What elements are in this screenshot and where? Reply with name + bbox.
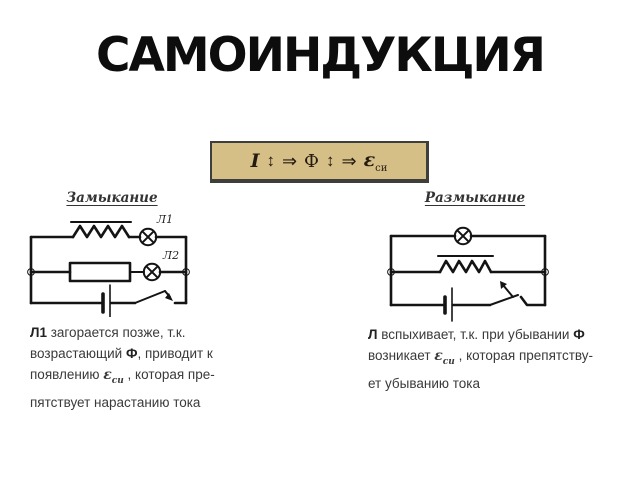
emf-subscript: си	[111, 375, 124, 386]
right-explanation: Л вспыхивает, т.к. при убывании Ф возник…	[368, 324, 613, 394]
formula-current-symbol: I	[250, 150, 260, 172]
updown-arrow-icon: ↕	[326, 151, 335, 170]
lamp2-label: Л2	[162, 249, 179, 262]
inductor-coil	[438, 259, 493, 274]
note-text: , приводит к	[137, 346, 213, 361]
switch-arrow-icon	[500, 281, 507, 289]
implies-arrow-icon: ⇒	[341, 150, 357, 171]
formula-emf-symbol: εси	[364, 149, 388, 174]
note-line: ет убыванию тока	[368, 375, 480, 391]
switch-arrow-shaft	[502, 284, 514, 298]
switch-arrow-icon	[165, 293, 173, 301]
note-line: Л1 загорается позже, т.к.	[30, 322, 265, 343]
note-text: , которая пре-	[123, 367, 215, 382]
lamp1-label: Л1	[156, 213, 173, 226]
left-explanation: Л1 загорается позже, т.к. возрастающий Ф…	[30, 322, 265, 413]
junction-dot	[182, 268, 190, 276]
implies-arrow-icon: ⇒	[281, 150, 298, 171]
formula-box: I ↕ ⇒ Ф ↕ ⇒ εси	[210, 141, 429, 183]
emf-letter: ε	[103, 367, 112, 383]
note-text: загорается позже, т.к.	[46, 325, 186, 340]
junction-dot	[541, 268, 549, 276]
lamp1-ref: Л1	[30, 325, 47, 340]
note-line: возрастающий Ф, приводит к	[30, 343, 265, 364]
switch-blade	[134, 290, 166, 304]
note-line: пятствует нарастанию тока	[30, 394, 201, 410]
switch-contact-stub	[519, 295, 547, 307]
resistor-symbol	[68, 261, 132, 283]
updown-arrow-icon: ↕	[266, 151, 275, 170]
lamp1-cross	[141, 230, 155, 244]
emf-subscript: си	[442, 356, 455, 367]
flux-ref: Ф	[125, 346, 138, 361]
emf-ref: εси	[103, 367, 124, 386]
formula-flux-symbol: Ф	[304, 150, 319, 172]
page-title: САМОИНДУКЦИЯ	[96, 28, 546, 83]
note-text: возникает	[368, 348, 435, 363]
emf-letter: ε	[434, 348, 443, 364]
right-circuit-heading: Размыкание	[424, 190, 526, 206]
note-text: вспыхивает, т.к. при убывании	[377, 327, 574, 342]
formula-emf-subscript: си	[375, 162, 388, 174]
note-line: возникает εси , которая препятству-	[368, 345, 613, 373]
left-circuit-heading: Замыкание	[66, 190, 158, 206]
note-text: , которая препятству-	[454, 348, 593, 363]
formula-emf-letter: ε	[363, 148, 376, 171]
closing-circuit-diagram: Л1 Л2	[27, 213, 190, 317]
note-line: Л вспыхивает, т.к. при убывании Ф	[368, 324, 613, 345]
note-text: появлению	[30, 367, 104, 382]
inductor-coil	[71, 224, 131, 239]
lamp-ref: Л	[368, 327, 378, 342]
note-text: возрастающий	[30, 346, 126, 361]
junction-dot	[27, 268, 35, 276]
junction-dot	[387, 268, 395, 276]
lamp2-cross	[145, 265, 159, 279]
emf-ref: εси	[434, 348, 455, 367]
note-line: появлению εси , которая пре-	[30, 364, 265, 392]
lamp-cross	[456, 229, 470, 243]
opening-circuit-diagram	[387, 226, 549, 322]
flux-ref: Ф	[573, 327, 585, 342]
